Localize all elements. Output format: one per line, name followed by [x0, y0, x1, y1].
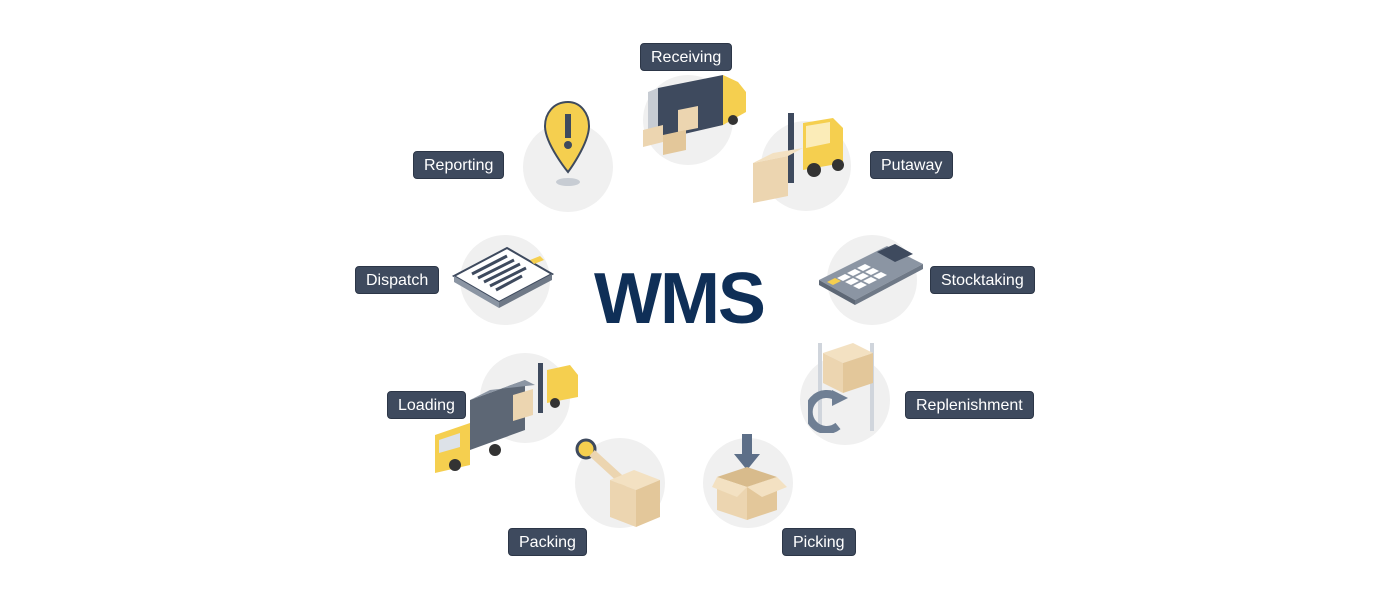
step-label-stocktaking: Stocktaking — [930, 266, 1035, 294]
calculator-icon — [819, 244, 923, 305]
truck-unloading-icon — [643, 75, 746, 155]
wms-title: WMS — [594, 259, 766, 339]
shelf-refresh-icon — [808, 343, 874, 433]
step-label-dispatch: Dispatch — [355, 266, 440, 294]
box-arrow-down-icon — [712, 434, 787, 520]
alert-pin-icon — [543, 100, 591, 186]
step-label-loading: Loading — [387, 391, 466, 419]
step-label-reporting: Reporting — [413, 151, 505, 179]
forklift-icon — [753, 113, 844, 203]
step-label-replenishment: Replenishment — [905, 391, 1034, 419]
tape-box-icon — [575, 438, 660, 527]
document-icon — [452, 246, 554, 308]
step-label-picking: Picking — [782, 528, 856, 556]
step-label-packing: Packing — [508, 528, 587, 556]
step-label-receiving: Receiving — [640, 43, 733, 71]
step-label-putaway: Putaway — [870, 151, 954, 179]
truck-forklift-icon — [435, 363, 578, 473]
